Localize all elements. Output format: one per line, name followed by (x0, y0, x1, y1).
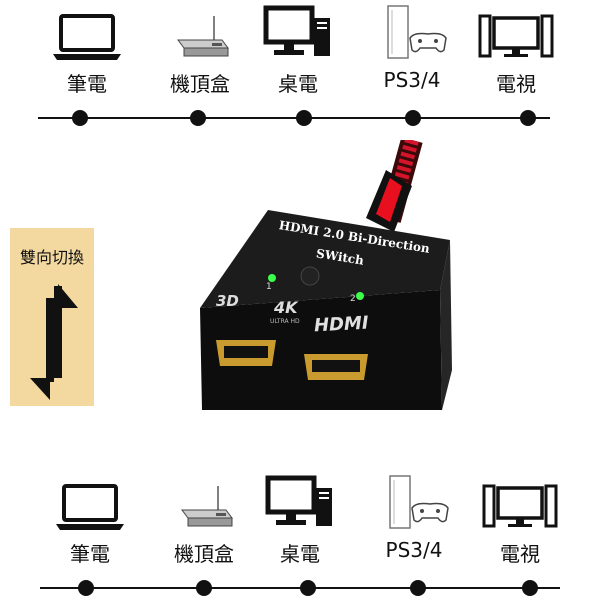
device-label: 筆電 (67, 72, 107, 96)
ps-console-icon (389, 475, 449, 529)
hdmi-switch-graphic (200, 137, 452, 410)
device-label: PS3/4 (383, 68, 441, 92)
desktop-icon (263, 5, 330, 56)
top-connector-dot (405, 110, 421, 126)
badge-4k: 4K (274, 298, 298, 317)
bidirectional-panel: 雙向切換 (10, 228, 94, 406)
top-connector-line (38, 117, 550, 119)
device-label: 機頂盒 (174, 542, 234, 566)
top-connector-dot (190, 110, 206, 126)
device-label: PS3/4 (385, 538, 443, 562)
device-desktop: 桌電 (250, 474, 350, 567)
laptop-icon (56, 484, 124, 530)
bottom-connector-dot (410, 580, 426, 596)
top-connector-dot (296, 110, 312, 126)
device-settop-box: 機頂盒 (154, 480, 254, 567)
device-label: 電視 (496, 72, 536, 96)
swap-arrows-icon (30, 284, 78, 400)
top-connector-dot (520, 110, 536, 126)
bottom-connector-dot (196, 580, 212, 596)
device-label: 電視 (500, 542, 540, 566)
bottom-connector-dot (78, 580, 94, 596)
badge-3d: 3D (216, 292, 239, 310)
device-label: 機頂盒 (170, 72, 230, 96)
settop-box-icon (177, 16, 229, 57)
desktop-icon (265, 475, 332, 526)
device-laptop: 筆電 (37, 10, 137, 97)
ps-console-icon (387, 5, 447, 59)
device-ps-console: PS3/4 (362, 4, 462, 92)
device-tv: 電視 (466, 10, 566, 97)
device-tv: 電視 (470, 480, 570, 567)
bottom-connector-dot (300, 580, 316, 596)
bidirectional-label: 雙向切換 (19, 248, 84, 267)
laptop-icon (53, 14, 121, 60)
port2-number: 2 (350, 294, 356, 304)
device-settop-box: 機頂盒 (150, 10, 250, 97)
device-laptop: 筆電 (40, 480, 140, 567)
badge-hdmi: HDMI (313, 312, 370, 337)
tv-icon (482, 484, 558, 528)
port1-number: 1 (266, 282, 272, 292)
hdmi-switch-device: HDMI 2.0 Bi-Direction SWitch 1 2 3D 4K U… (180, 137, 460, 420)
device-label: 桌電 (278, 72, 318, 96)
device-label: 筆電 (70, 542, 110, 566)
device-desktop: 桌電 (248, 4, 348, 97)
bottom-connector-dot (522, 580, 538, 596)
badge-4k-sub: ULTRA HD (270, 318, 300, 325)
device-ps-console: PS3/4 (364, 474, 464, 562)
top-connector-dot (72, 110, 88, 126)
device-label: 桌電 (280, 542, 320, 566)
tv-icon (478, 14, 554, 58)
settop-box-icon (181, 486, 233, 527)
